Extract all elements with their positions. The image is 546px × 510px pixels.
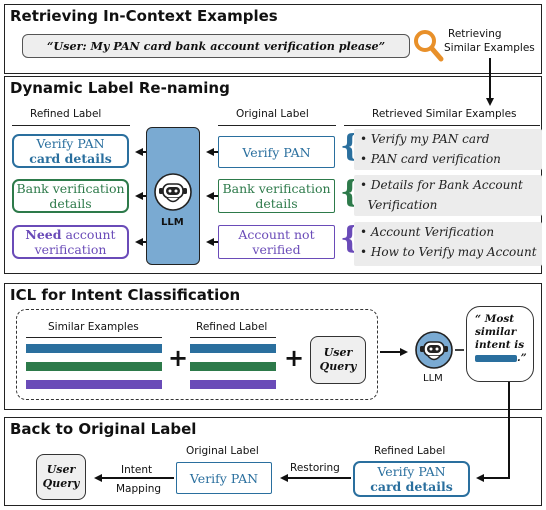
- back-refined-box: Verify PAN card details: [353, 461, 470, 497]
- refined-label-box-1: Verify PAN card details: [12, 134, 129, 168]
- section-title-retrieving: Retrieving In-Context Examples: [10, 7, 278, 25]
- back-user-query-line1: User: [46, 463, 76, 476]
- icl-refined-bar-purple: [190, 380, 276, 389]
- refined-label-3-line2: verification: [34, 242, 107, 257]
- bubble-answer-bar: [475, 354, 517, 362]
- bubble-end: .”: [517, 352, 527, 364]
- icl-examples-underline: [26, 337, 162, 339]
- back-user-query-line2: Query: [42, 477, 80, 490]
- refined-label-box-2: Bank verification details: [12, 179, 129, 213]
- bubble-line2: similar: [475, 326, 517, 338]
- example-2-2: Verification: [360, 198, 438, 212]
- refined-label-1-line2: card details: [29, 151, 112, 166]
- plus-icon-1: +: [168, 344, 189, 372]
- icl-input-group: [16, 309, 378, 400]
- icl-user-query-box: User Query: [310, 336, 366, 384]
- original-label-3-line1: Account not: [238, 227, 315, 242]
- original-label-3-line2: verified: [252, 242, 301, 257]
- original-label-box-2: Bank verification details: [218, 179, 335, 213]
- section-title-back: Back to Original Label: [10, 420, 197, 438]
- back-user-query-box: User Query: [36, 454, 86, 500]
- example-1-2: • PAN card verification: [360, 152, 501, 166]
- example-3-1: • Account Verification: [360, 225, 495, 239]
- query-box: “User: My PAN card bank account verifica…: [22, 34, 410, 58]
- icl-refined-header: Refined Label: [196, 321, 268, 333]
- refined-label-2-line1: Bank verification: [16, 181, 125, 196]
- original-label-2-line2: details: [255, 196, 298, 211]
- example-1-1: • Verify my PAN card: [360, 132, 490, 146]
- bubble-line1: “ Most: [475, 313, 515, 325]
- section-title-icl: ICL for Intent Classification: [10, 286, 241, 304]
- section-title-renaming: Dynamic Label Re-naming: [10, 79, 230, 97]
- plus-icon-2: +: [284, 344, 305, 372]
- llm-robot-icon: [415, 331, 453, 369]
- restoring-label: Restoring: [290, 462, 340, 474]
- back-refined-line2: card details: [370, 479, 453, 494]
- speech-bubble: “ Most similar intent is .”: [466, 306, 534, 382]
- header-original-label: Original Label: [236, 108, 309, 120]
- refined-label-1-line1: Verify PAN: [36, 136, 105, 151]
- icl-refined-bar-green: [190, 362, 276, 371]
- examples-box-3: • Account Verification • How to Verify m…: [354, 222, 542, 266]
- examples-box-2: • Details for Bank Account Verification: [354, 175, 542, 216]
- bubble-line4: .”: [475, 352, 533, 365]
- examples-box-1: • Verify my PAN card • PAN card verifica…: [354, 129, 542, 170]
- mapping-label: Mapping: [116, 483, 162, 495]
- header-examples-label: Retrieved Similar Examples: [372, 108, 517, 120]
- icl-refined-underline: [190, 337, 276, 339]
- icl-example-bar-purple: [26, 380, 162, 389]
- refined-label-box-3: Need account verification: [12, 225, 129, 259]
- refined-label-3-line1: account: [61, 227, 116, 242]
- llm-label: LLM: [161, 217, 184, 228]
- intent-label: Intent: [121, 464, 153, 476]
- back-original-box: Verify PAN: [176, 462, 272, 494]
- icl-user-query-line1: User: [323, 346, 353, 359]
- similar-examples-label: Similar Examples: [444, 42, 535, 54]
- original-label-box-1: Verify PAN: [218, 136, 335, 168]
- icl-example-bar-blue: [26, 344, 162, 353]
- icl-examples-header: Similar Examples: [48, 321, 139, 333]
- refined-label-3-line1-wrap: Need account: [25, 227, 115, 242]
- icl-user-query-line2: Query: [319, 360, 357, 373]
- search-icon: [414, 30, 444, 62]
- example-2-1: • Details for Bank Account: [360, 178, 523, 192]
- example-3-2: • How to Verify may Account: [360, 245, 537, 259]
- original-label-2-line1: Bank verification: [222, 181, 331, 196]
- robot-icon: [154, 173, 192, 211]
- icl-refined-bar-blue: [190, 344, 276, 353]
- original-label-box-3: Account not verified: [218, 225, 335, 259]
- header-original-underline: [218, 125, 336, 127]
- original-label-1: Verify PAN: [242, 144, 311, 160]
- back-refined-line1: Verify PAN: [377, 464, 446, 479]
- icl-example-bar-green: [26, 362, 162, 371]
- back-original-value: Verify PAN: [189, 470, 259, 486]
- refined-label-2-line2: details: [49, 196, 92, 211]
- query-text: “User: My PAN card bank account verifica…: [46, 39, 386, 53]
- bubble-line3: intent is: [475, 339, 525, 351]
- header-refined-underline: [12, 125, 130, 127]
- back-refined-header: Refined Label: [374, 445, 446, 457]
- retrieving-label: Retrieving: [448, 28, 502, 40]
- refined-label-3-bold: Need: [25, 227, 62, 242]
- icl-llm-label: LLM: [423, 373, 443, 384]
- back-original-header: Original Label: [186, 445, 259, 457]
- header-examples-underline: [344, 125, 540, 127]
- header-refined-label: Refined Label: [30, 108, 102, 120]
